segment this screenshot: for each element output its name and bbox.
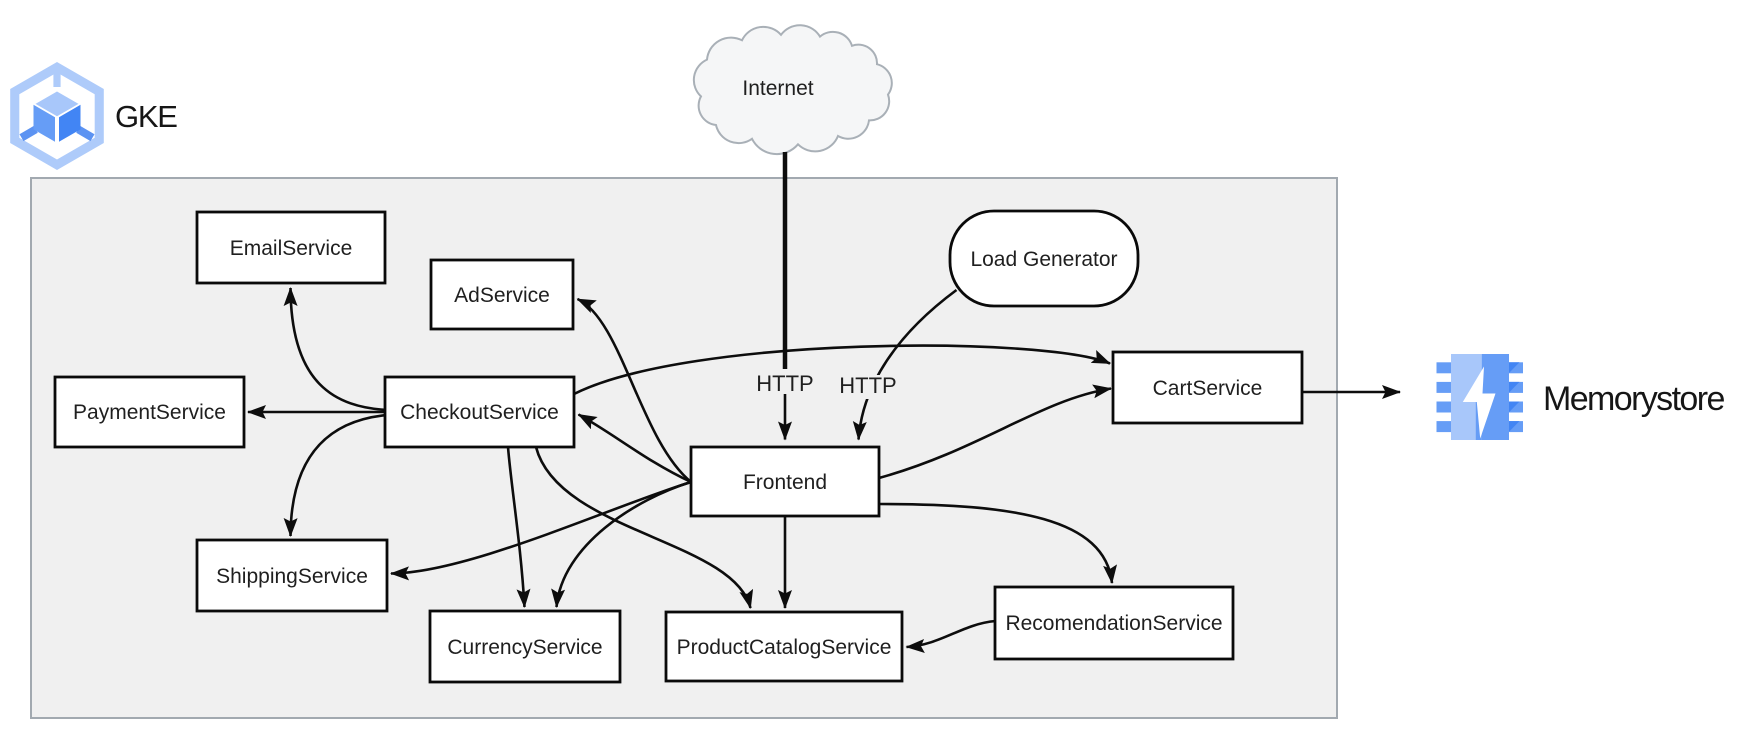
svg-text:HTTP: HTTP <box>839 373 896 398</box>
svg-text:EmailService: EmailService <box>230 237 353 260</box>
svg-text:PaymentService: PaymentService <box>73 401 226 424</box>
svg-text:Internet: Internet <box>742 77 813 100</box>
svg-text:Memorystore: Memorystore <box>1543 380 1724 418</box>
svg-text:GKE: GKE <box>115 99 177 134</box>
svg-text:CartService: CartService <box>1153 377 1263 400</box>
svg-text:ShippingService: ShippingService <box>216 565 368 588</box>
svg-text:HTTP: HTTP <box>756 371 813 396</box>
svg-text:CheckoutService: CheckoutService <box>400 401 559 424</box>
svg-text:Frontend: Frontend <box>743 471 827 494</box>
svg-text:AdService: AdService <box>454 284 550 307</box>
svg-text:Load Generator: Load Generator <box>970 248 1117 271</box>
svg-text:ProductCatalogService: ProductCatalogService <box>677 636 892 659</box>
svg-text:RecomendationService: RecomendationService <box>1005 612 1222 635</box>
svg-text:CurrencyService: CurrencyService <box>447 636 602 659</box>
